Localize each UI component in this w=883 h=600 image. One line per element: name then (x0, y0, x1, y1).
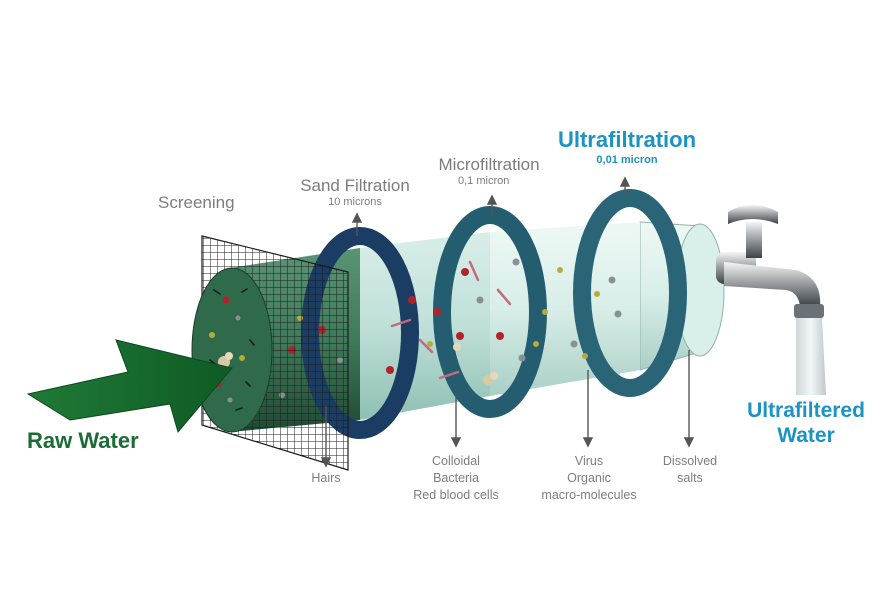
water-stream-icon (796, 318, 826, 395)
ring-microfiltration (433, 206, 547, 418)
removed-ultrafiltration: Dissolved salts (652, 453, 728, 487)
stage-subtitle-microfiltration: 0,1 micron (458, 174, 510, 187)
inlet-cap (191, 267, 273, 433)
stage-up-arrows (351, 176, 631, 236)
stage-subtitle-sand-filtration: 10 microns (328, 195, 382, 208)
removed-screening: Hairs (300, 470, 352, 487)
removed-item: Organic (567, 471, 611, 485)
removed-item: macro-molecules (541, 488, 637, 502)
stage-subtitle-ultrafiltration: 0,01 micron (596, 154, 658, 167)
microfiltration-cylinder (490, 222, 640, 396)
removed-item: Hairs (311, 471, 341, 485)
stage-title-ultrafiltration: Ultrafiltration (557, 127, 697, 152)
removed-sand-filtration: Colloidal Bacteria Red blood cells (406, 453, 506, 504)
outlet-label-line: Water (777, 424, 835, 448)
removed-item: Red blood cells (413, 488, 499, 502)
outlet-label-line: Ultrafiltered (747, 399, 865, 422)
ring-ultrafiltration (573, 189, 687, 397)
removed-item: Dissolved (662, 454, 718, 468)
stage-title-microfiltration: Microfiltration (438, 155, 540, 174)
removed-microfiltration: Virus Organic macro-molecules (534, 453, 644, 504)
removed-item: Colloidal (432, 454, 480, 468)
outlet-label: Ultrafiltered Water (733, 398, 879, 448)
inlet-label: Raw Water (27, 428, 139, 453)
stage-title-screening: Screening (158, 193, 235, 212)
arrow-icon (26, 339, 233, 434)
stage-microfiltration: Microfiltration 0,1 micron (428, 155, 550, 187)
removed-item: Virus (574, 454, 604, 468)
stage-title-sand-filtration: Sand Filtration (300, 176, 410, 195)
removed-item: Bacteria (433, 471, 479, 485)
removed-item: salts (677, 471, 703, 485)
faucet-icon (716, 205, 824, 318)
stage-sand-filtration: Sand Filtration 10 microns (290, 176, 420, 208)
removed-down-arrows (320, 350, 695, 468)
stage-ultrafiltration: Ultrafiltration 0,01 micron (552, 127, 702, 167)
